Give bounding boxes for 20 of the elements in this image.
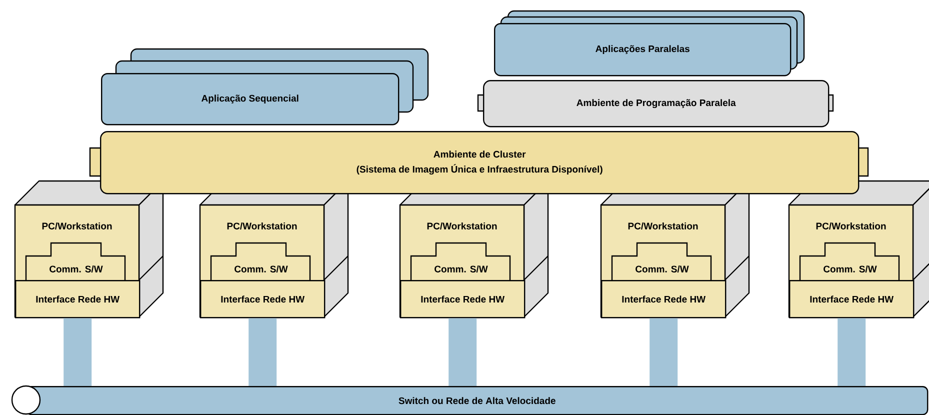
software-tab: Comm. S/W [210, 242, 311, 281]
interface-box: Interface Rede HW [601, 280, 726, 318]
interface-box: Interface Rede HW [400, 280, 526, 318]
programming-environment-box: Ambiente de Programação Paralela [477, 80, 834, 128]
cluster-environment-band: Ambiente de Cluster (Sistema de Imagem Única e Infraestrutura Disponível) [89, 131, 869, 194]
application-box-stack: Aplicações Paralelas [494, 10, 805, 76]
connector-pillar [64, 318, 92, 386]
software-tab: Comm. S/W [611, 242, 712, 281]
software-tab: Comm. S/W [799, 242, 900, 281]
interface-box: Interface Rede HW [200, 280, 326, 318]
connector-pillar [448, 318, 477, 386]
software-tab: Comm. S/W [410, 242, 511, 281]
application-box-stack: Aplicação Sequencial [101, 48, 429, 126]
network-bus: Switch ou Rede de Alta Velocidade [11, 385, 928, 415]
interface-box: Interface Rede HW [15, 280, 140, 318]
connector-pillar [650, 318, 678, 386]
connector-pillar [248, 318, 277, 386]
software-tab: Comm. S/W [25, 242, 126, 281]
connector-pillar [838, 318, 866, 386]
interface-box: Interface Rede HW [789, 280, 914, 318]
